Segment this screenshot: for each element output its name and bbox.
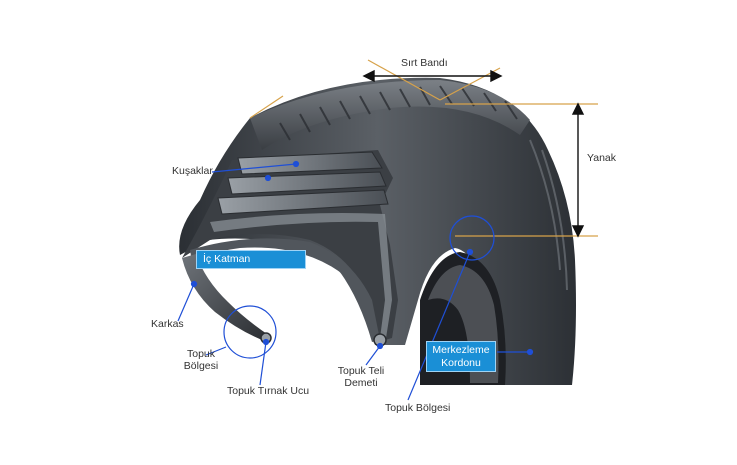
label-yanak: Yanak <box>587 152 616 164</box>
label-merkezleme-line1: Merkezleme <box>432 344 490 357</box>
label-merkezleme-kordonu: Merkezleme Kordonu <box>426 341 496 372</box>
carcass-ply <box>210 213 392 338</box>
arrow-sirt-bandi <box>362 69 503 83</box>
inner-liner-cut <box>190 238 380 342</box>
tread-surface <box>250 80 530 150</box>
label-kusaklar: Kuşaklar <box>172 165 213 177</box>
sidewall-ribs <box>529 139 568 291</box>
label-topuk-teli-line1: Topuk Teli <box>337 365 385 377</box>
label-ic-katman: İç Katman <box>196 250 306 269</box>
label-topuk-bolgesi-left: Topuk Bölgesi <box>176 348 226 372</box>
guide-lines-gold <box>249 59 598 237</box>
arrow-yanak <box>571 102 585 238</box>
label-topuk-bolgesi-bottom: Topuk Bölgesi <box>385 402 451 414</box>
leader-lines <box>177 160 534 401</box>
label-karkas: Karkas <box>151 318 184 330</box>
highlight-circle-bead-left <box>223 305 277 359</box>
label-sirt-bandi: Sırt Bandı <box>401 57 448 69</box>
belt-layers <box>217 151 389 215</box>
label-topuk-bolgesi-left-line2: Bölgesi <box>183 360 219 373</box>
label-merkezleme-line2: Kordonu <box>441 356 481 369</box>
highlight-circle-bead-right <box>449 215 495 261</box>
label-topuk-bolgesi-left-line1: Topuk <box>186 348 216 360</box>
label-topuk-tirnak-ucu: Topuk Tırnak Ucu <box>227 385 310 397</box>
left-bead-flap <box>182 254 270 340</box>
label-topuk-teli-demeti: Topuk Teli Demeti <box>331 365 391 389</box>
label-topuk-teli-line2: Demeti <box>344 377 378 390</box>
